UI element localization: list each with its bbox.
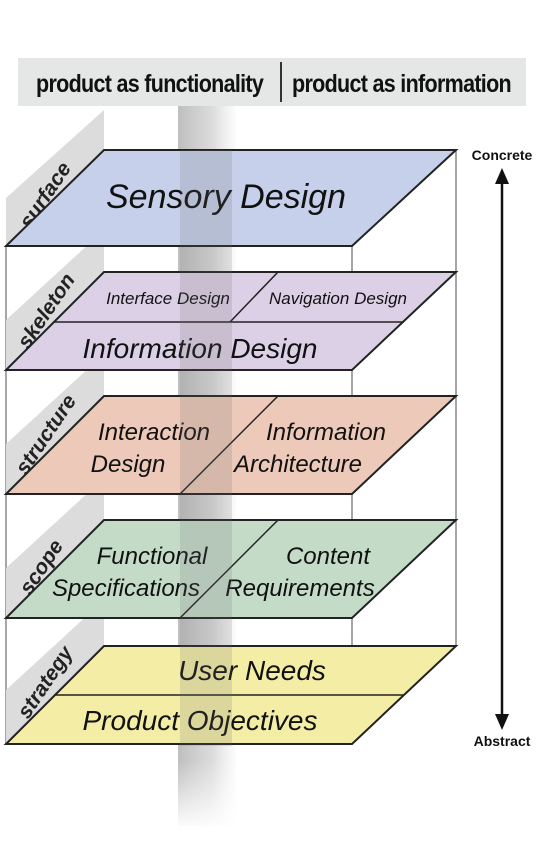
axis-arrow-down	[495, 714, 509, 730]
header-product-as-functionality: product as functionality	[36, 70, 264, 98]
label-product-objectives: Product Objectives	[83, 705, 318, 736]
structure-divider	[179, 395, 279, 495]
label-functional: Functional	[97, 543, 208, 570]
label-information-design: Information Design	[82, 333, 317, 364]
label-requirements: Requirements	[225, 575, 374, 602]
label-design: Design	[91, 451, 166, 478]
axis-label-abstract: Abstract	[474, 733, 531, 749]
label-sensory-design: Sensory Design	[106, 178, 346, 216]
label-specifications: Specifications	[52, 575, 200, 602]
skeleton-divider-vertical	[229, 271, 279, 323]
label-interaction: Interaction	[98, 419, 210, 446]
label-interface-design: Interface Design	[106, 289, 230, 308]
axis-arrow-up	[495, 168, 509, 184]
axis-label-concrete: Concrete	[472, 147, 533, 163]
label-content: Content	[286, 543, 371, 570]
header-bar	[18, 58, 526, 106]
header-product-as-information: product as information	[292, 70, 512, 98]
scope-divider	[179, 519, 279, 619]
plane-scope	[3, 519, 459, 619]
side-tabs	[6, 110, 104, 744]
header-divider	[280, 62, 282, 102]
plane-surface	[3, 149, 459, 247]
label-navigation-design: Navigation Design	[269, 289, 407, 308]
label-user-needs: User Needs	[178, 655, 326, 686]
center-shadow-overlay	[180, 150, 232, 746]
shadow-fade	[178, 760, 236, 830]
label-architecture: Architecture	[232, 451, 362, 478]
plane-structure	[3, 395, 459, 495]
label-information: Information	[266, 419, 386, 446]
